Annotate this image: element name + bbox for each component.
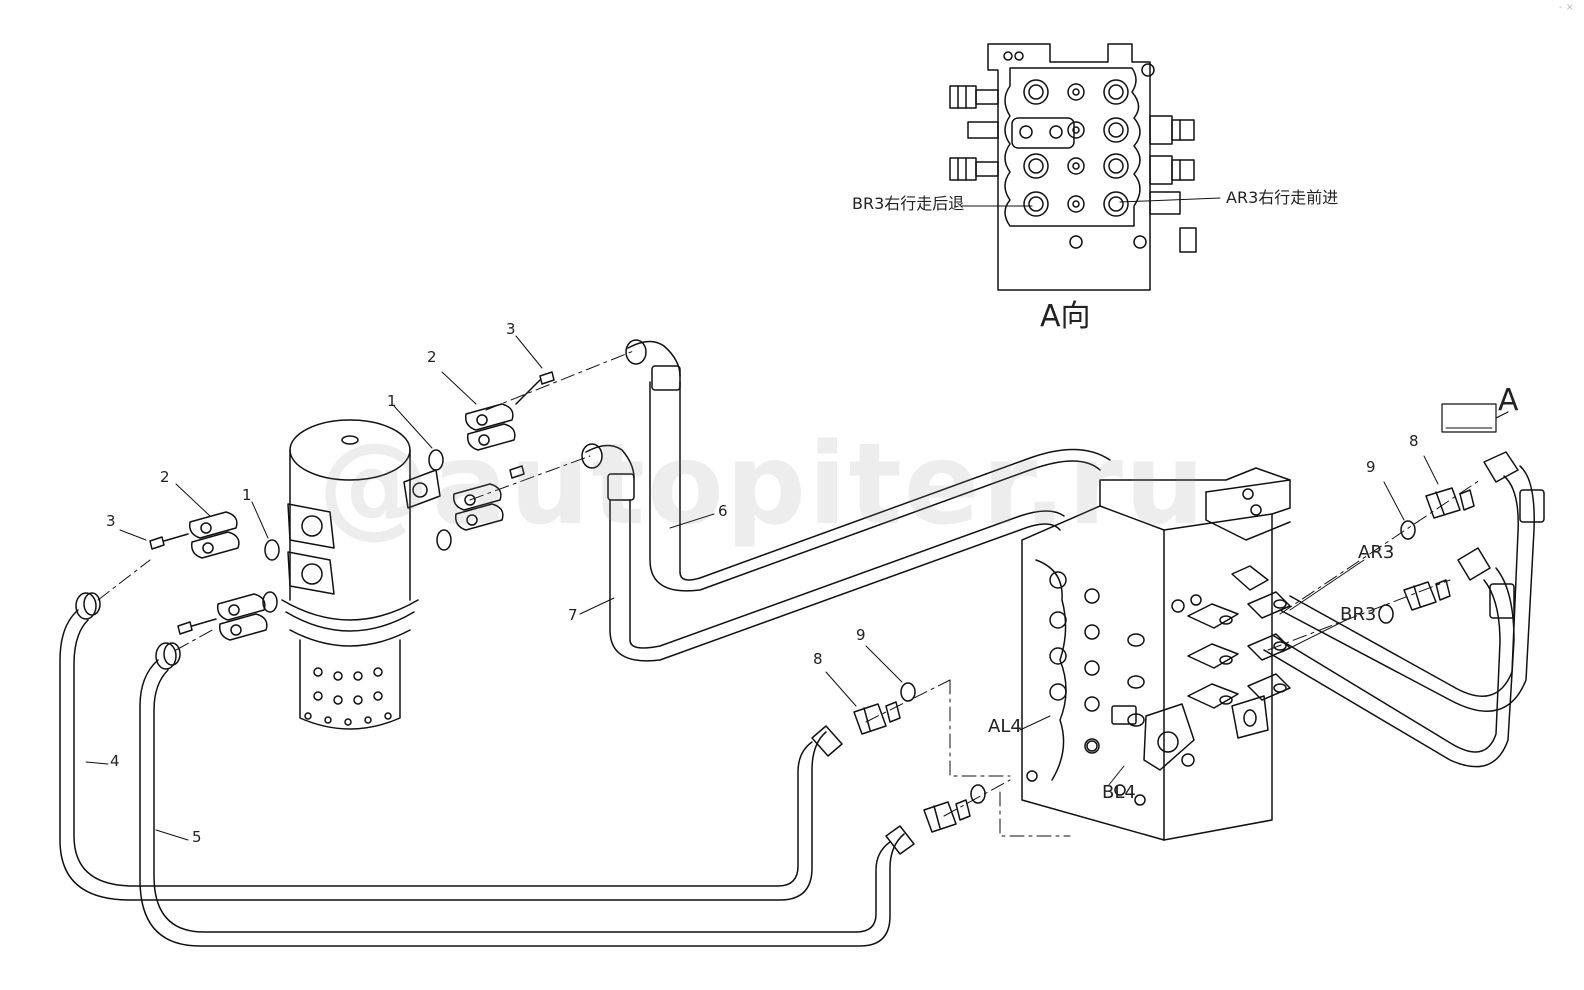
swivel-perforations [304,667,392,726]
hose-4 [59,592,827,901]
view-a-marker: A [1498,383,1519,418]
port-bl4-label: BL4 [1102,782,1136,803]
view-a-arrow [1441,403,1509,433]
center-lines [97,349,1481,837]
valve-front-ports [1026,571,1146,806]
center-swivel-joint [281,419,441,730]
hose-6 [625,339,1111,592]
view-a-title: A向 [1040,299,1091,334]
callout-2-upper: 2 [427,348,437,366]
br3-port-label: BR3右行走后退 [852,194,965,213]
callout-3-lower: 3 [106,512,116,530]
callout-6: 6 [718,502,728,520]
watermark: @autopiter.ru [318,420,1207,550]
callout-1-upper: 1 [387,392,397,410]
callout-1-lower: 1 [242,486,252,504]
view-a-valve-face [949,43,1221,291]
callout-9-right: 9 [1366,458,1376,476]
callout-8-right: 8 [1409,432,1419,450]
control-valve-block [1021,467,1291,841]
hose-7 [581,443,1065,662]
flange-hardware [149,371,555,641]
callout-8-left: 8 [813,650,823,668]
valve-side-fittings [1086,565,1291,771]
hose-5 [139,642,905,947]
callout-2-lower: 2 [160,468,170,486]
callout-3-upper: 3 [506,320,516,338]
hoses-right-ar3-br3 [1263,451,1545,768]
port-br3-label: BR3 [1340,604,1377,625]
valve-port-grid [1011,79,1147,249]
callout-7: 7 [568,606,578,624]
port-al4-label: AL4 [988,716,1022,737]
leader-lines [85,335,1439,841]
callout-9-left: 9 [856,626,866,644]
ar3-port-label: AR3右行走前进 [1226,188,1339,207]
callout-4: 4 [110,752,120,770]
callout-5: 5 [192,828,202,846]
port-ar3-label: AR3 [1358,542,1395,563]
corner-mark: - × [1558,2,1574,13]
